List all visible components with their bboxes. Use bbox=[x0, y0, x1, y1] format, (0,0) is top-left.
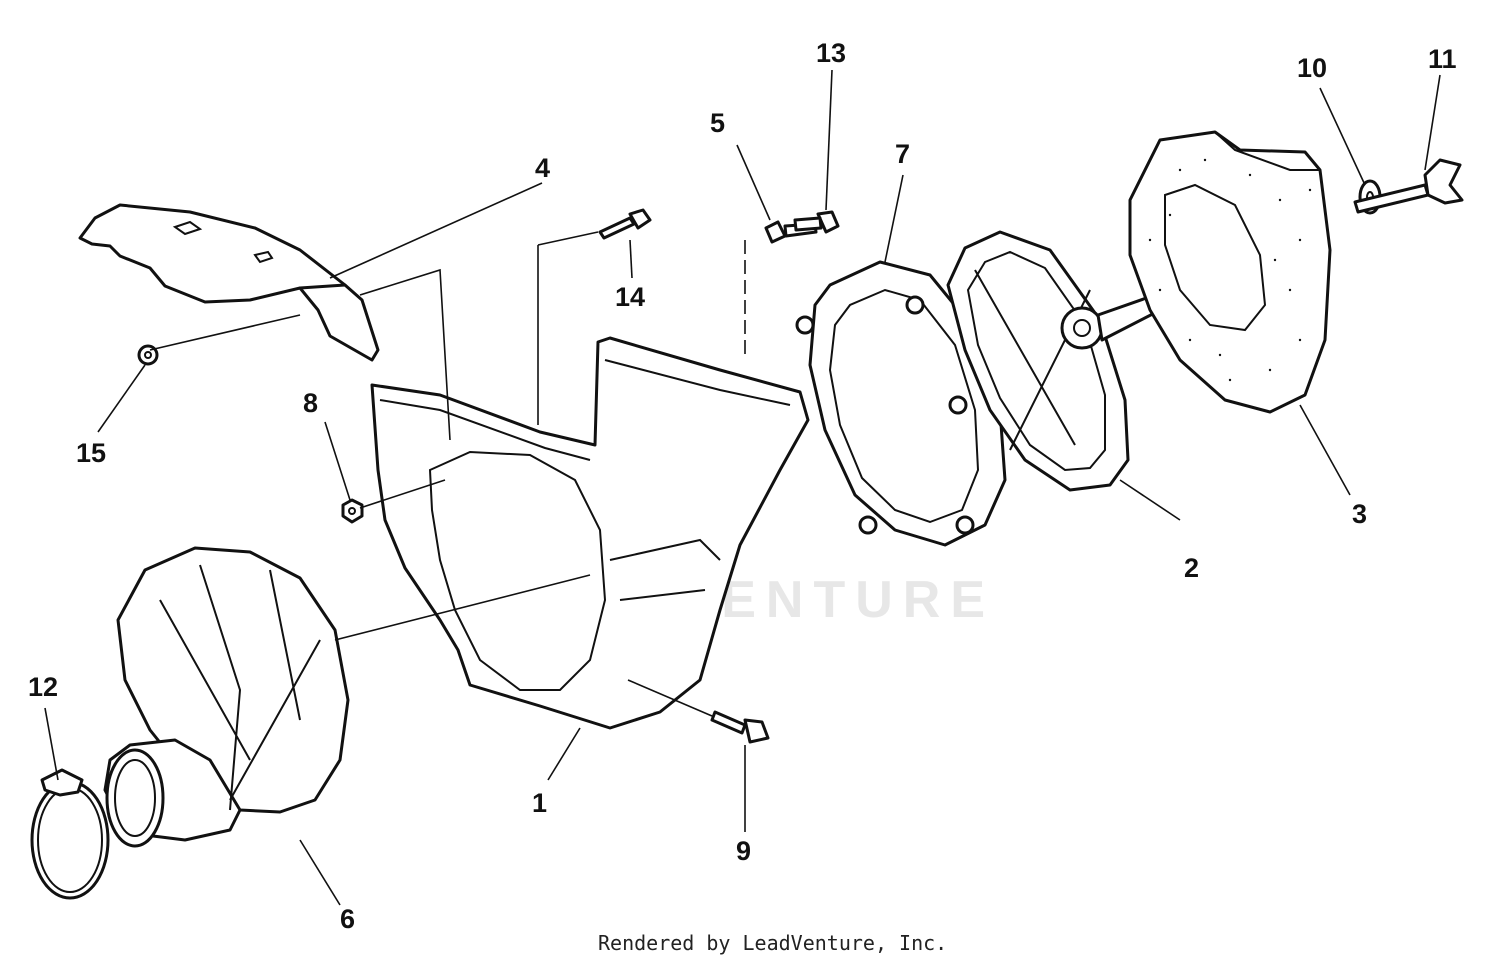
callout-12: 12 bbox=[28, 672, 58, 702]
callout-14: 14 bbox=[615, 282, 645, 312]
foam-texture bbox=[1148, 158, 1312, 382]
part-9-bolt[interactable] bbox=[710, 710, 770, 744]
part-14-screw[interactable] bbox=[598, 208, 652, 240]
callout-10: 10 bbox=[1297, 53, 1327, 83]
callout-numbers: 1 2 3 4 5 6 7 8 9 10 11 12 13 14 15 bbox=[28, 38, 1457, 934]
callout-7: 7 bbox=[895, 139, 910, 169]
part-8-nut[interactable] bbox=[341, 498, 364, 524]
callout-1: 1 bbox=[532, 788, 547, 818]
callout-11: 11 bbox=[1428, 44, 1457, 74]
part-15-nut[interactable] bbox=[137, 344, 159, 366]
callout-2: 2 bbox=[1184, 553, 1199, 583]
part-1-fan-housing[interactable] bbox=[370, 336, 810, 730]
callout-13: 13 bbox=[816, 38, 846, 68]
callout-6: 6 bbox=[340, 904, 355, 934]
callout-3: 3 bbox=[1352, 499, 1367, 529]
part-12-hose-clamp[interactable] bbox=[30, 768, 110, 900]
callout-8: 8 bbox=[303, 388, 318, 418]
leader-lines bbox=[44, 69, 1441, 906]
part-6-discharge-chute[interactable] bbox=[103, 546, 350, 848]
callout-9: 9 bbox=[736, 836, 751, 866]
callout-4: 4 bbox=[535, 153, 550, 183]
callout-15: 15 bbox=[76, 438, 106, 468]
part-11-wing-knob[interactable] bbox=[1353, 158, 1464, 214]
part-13-bolt[interactable] bbox=[793, 210, 840, 234]
part-3-foam-cover[interactable] bbox=[1128, 130, 1332, 414]
part-4-shield-plate[interactable] bbox=[78, 203, 380, 362]
callout-5: 5 bbox=[710, 108, 725, 138]
credit-line: Rendered by LeadVenture, Inc. bbox=[598, 931, 947, 955]
part-7-back-plate[interactable] bbox=[795, 260, 1007, 547]
